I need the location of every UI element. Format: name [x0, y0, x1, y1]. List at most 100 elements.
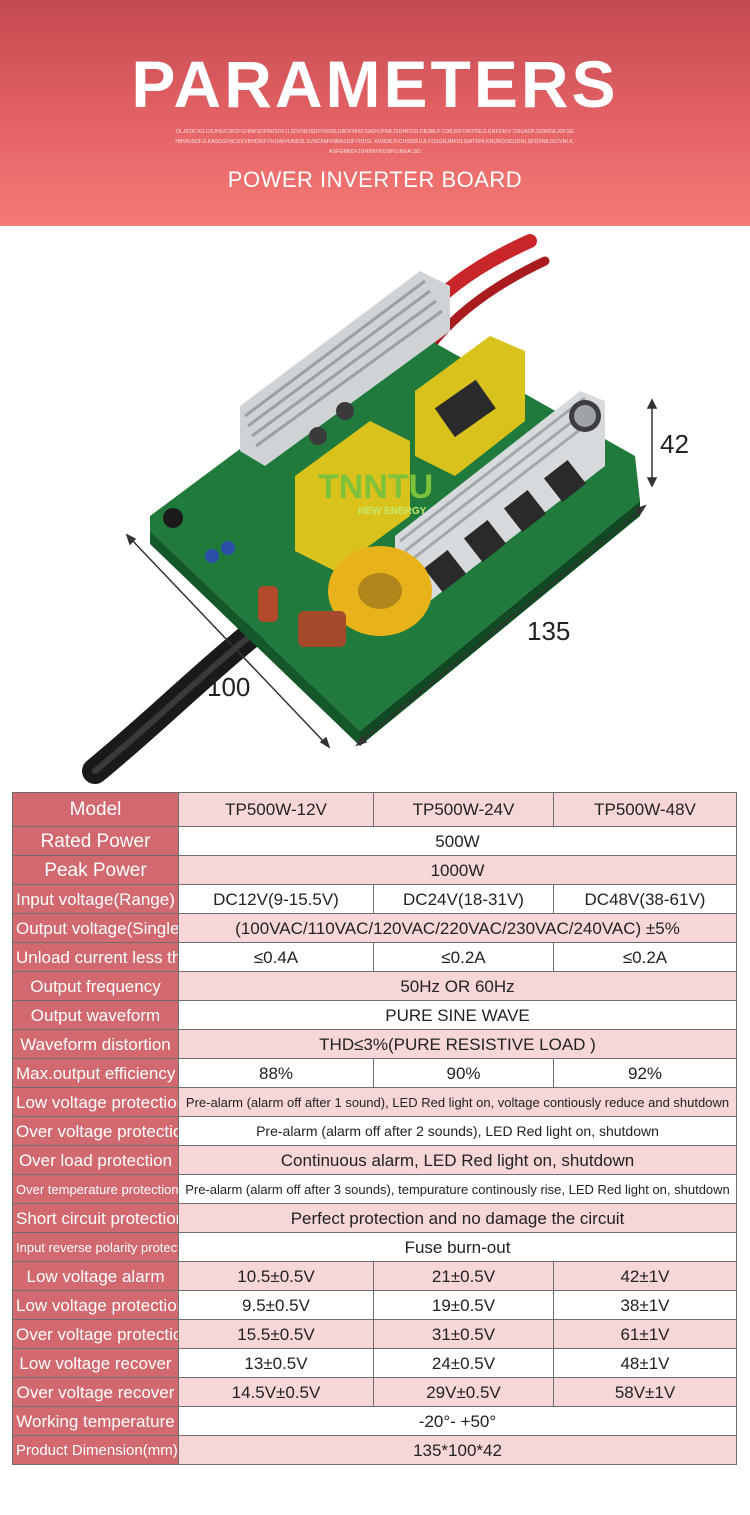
table-cell: TP500W-24V: [373, 792, 554, 827]
row-label: Over voltage protection: [12, 1116, 179, 1146]
row-label: Output waveform: [12, 1000, 179, 1030]
table-cell: (100VAC/110VAC/120VAC/220VAC/230VAC/240V…: [178, 913, 737, 943]
table-cell: 50Hz OR 60Hz: [178, 971, 737, 1001]
row-label: Working temperature: [12, 1406, 179, 1436]
row-label: Output voltage(Single): [12, 913, 179, 943]
table-cell: ≤0.2A: [373, 942, 554, 972]
film-capacitor: [298, 611, 346, 647]
table-cell: 29V±0.5V: [373, 1377, 554, 1407]
buzzer: [163, 508, 183, 528]
table-cell: 92%: [553, 1058, 737, 1088]
row-label: Model: [12, 792, 179, 827]
table-cell: DC12V(9-15.5V): [178, 884, 374, 914]
table-cell: 21±0.5V: [373, 1261, 554, 1291]
row-label: Short circuit protection: [12, 1203, 179, 1233]
table-cell: 48±1V: [553, 1348, 737, 1378]
row-label: Low voltage protection: [12, 1087, 179, 1117]
table-cell: TP500W-12V: [178, 792, 374, 827]
row-label: Low voltage protection: [12, 1290, 179, 1320]
row-label: Output frequency: [12, 971, 179, 1001]
table-cell: Fuse burn-out: [178, 1232, 737, 1262]
table-cell: TP500W-48V: [553, 792, 737, 827]
table-cell: 10.5±0.5V: [178, 1261, 374, 1291]
table-cell: Pre-alarm (alarm off after 3 sounds), te…: [178, 1174, 737, 1204]
row-label: Low voltage recover: [12, 1348, 179, 1378]
table-cell: 9.5±0.5V: [178, 1290, 374, 1320]
row-label: Over temperature protection: [12, 1174, 179, 1204]
row-label: Rated Power: [12, 826, 179, 856]
table-cell: 19±0.5V: [373, 1290, 554, 1320]
table-cell: 61±1V: [553, 1319, 737, 1349]
table-cell: 42±1V: [553, 1261, 737, 1291]
dimension-lines: [125, 398, 658, 749]
table-row: Input voltage(Range)DC12V(9-15.5V)DC24V(…: [12, 884, 737, 914]
brand-logo-subtitle: NEW ENERGY: [358, 506, 427, 517]
table-cell: 58V±1V: [553, 1377, 737, 1407]
row-label: Product Dimension(mm): [12, 1435, 179, 1465]
row-label: Input voltage(Range): [12, 884, 179, 914]
table-cell: 13±0.5V: [178, 1348, 374, 1378]
dimension-width: 100: [207, 672, 250, 702]
table-cell: 14.5V±0.5V: [178, 1377, 374, 1407]
row-label: Unload current less than: [12, 942, 179, 972]
table-cell: 1000W: [178, 855, 737, 885]
table-cell: 88%: [178, 1058, 374, 1088]
table-cell: 135*100*42: [178, 1435, 737, 1465]
inverter-board-illustration: TNNTU NEW ENERGY 42 135 100: [82, 234, 689, 784]
row-label: Input reverse polarity protection: [12, 1232, 179, 1262]
brand-logo: TNNTU: [318, 468, 433, 506]
table-cell: Pre-alarm (alarm off after 1 sound), LED…: [178, 1087, 737, 1117]
table-cell: Pre-alarm (alarm off after 2 sounds), LE…: [178, 1116, 737, 1146]
table-cell: 500W: [178, 826, 737, 856]
table-cell: PURE SINE WAVE: [178, 1000, 737, 1030]
row-label: Waveform distortion: [12, 1029, 179, 1059]
table-cell: -20°- +50°: [178, 1406, 737, 1436]
table-cell: ≤0.4A: [178, 942, 374, 972]
table-row: Input reverse polarity protectionFuse bu…: [12, 1232, 737, 1262]
table-cell: 24±0.5V: [373, 1348, 554, 1378]
table-cell: Continuous alarm, LED Red light on, shut…: [178, 1145, 737, 1175]
table-row: Unload current less than≤0.4A≤0.2A≤0.2A: [12, 942, 737, 972]
page-subtitle: POWER INVERTER BOARD: [227, 167, 523, 192]
heatsink-right: [395, 391, 605, 601]
table-cell: THD≤3%(PURE RESISTIVE LOAD ): [178, 1029, 737, 1059]
table-row: Product Dimension(mm)135*100*42: [12, 1435, 737, 1465]
page-title: PARAMETERS: [131, 47, 619, 121]
dimension-height: 42: [660, 429, 689, 459]
table-cell: Perfect protection and no damage the cir…: [178, 1203, 737, 1233]
table-cell: DC24V(18-31V): [373, 884, 554, 914]
row-label: Max.output efficiency: [12, 1058, 179, 1088]
table-row: Working temperature-20°- +50°: [12, 1406, 737, 1436]
row-label: Over voltage recover: [12, 1377, 179, 1407]
header-banner: PARAMETERS OLJKDFJGLDSJHGOJKDFGHNKSDFBKS…: [0, 0, 750, 226]
table-cell: DC48V(38-61V): [553, 884, 737, 914]
decorative-fine-print: OLJKDFJGLDSJHGOJKDFGHNKSDFBKSDFJLSDVNKIS…: [175, 129, 575, 155]
dimension-length: 135: [527, 616, 570, 646]
table-row: Output voltage(Single)(100VAC/110VAC/120…: [12, 913, 737, 943]
table-cell: ≤0.2A: [553, 942, 737, 972]
table-cell: 90%: [373, 1058, 554, 1088]
row-label: Low voltage alarm: [12, 1261, 179, 1291]
table-cell: 15.5±0.5V: [178, 1319, 374, 1349]
table-cell: 38±1V: [553, 1290, 737, 1320]
product-photo: TNNTU NEW ENERGY 42 135 100: [0, 226, 750, 786]
row-label: Peak Power: [12, 855, 179, 885]
row-label: Over voltage protection: [12, 1319, 179, 1349]
row-label: Over load protection: [12, 1145, 179, 1175]
